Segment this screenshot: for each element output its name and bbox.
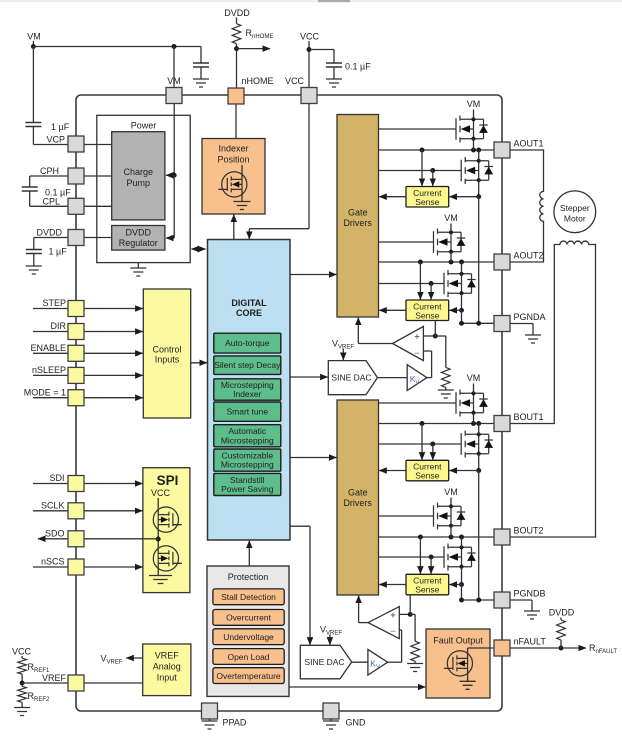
svg-text:VM: VM <box>444 487 458 497</box>
svg-text:VCC: VCC <box>12 647 32 657</box>
svg-text:Sense: Sense <box>415 310 439 320</box>
svg-text:DVDD: DVDD <box>36 228 62 238</box>
svg-text:Current: Current <box>413 462 442 472</box>
svg-text:BOUT1: BOUT1 <box>514 412 544 422</box>
svg-text:Drivers: Drivers <box>343 218 372 228</box>
svg-text:PPAD: PPAD <box>223 718 247 728</box>
svg-text:nHOME: nHOME <box>242 76 274 86</box>
svg-text:+: + <box>390 610 395 620</box>
svg-text:CORE: CORE <box>236 308 262 318</box>
svg-text:SCLK: SCLK <box>41 501 65 511</box>
svg-text:ENABLE: ENABLE <box>30 343 66 353</box>
svg-text:SINE DAC: SINE DAC <box>304 657 344 667</box>
svg-text:VCC: VCC <box>300 32 320 42</box>
svg-text:Power: Power <box>131 121 157 131</box>
svg-text:Sense: Sense <box>415 197 439 207</box>
svg-text:Input: Input <box>157 673 178 683</box>
svg-text:Current: Current <box>413 188 442 198</box>
svg-text:Automatic: Automatic <box>228 426 267 436</box>
svg-text:PGNDA: PGNDA <box>514 312 546 322</box>
svg-text:Regulator: Regulator <box>119 238 158 248</box>
svg-text:Protection: Protection <box>228 572 269 582</box>
svg-text:DVDD: DVDD <box>549 608 575 618</box>
svg-text:0.1 µF: 0.1 µF <box>45 188 71 198</box>
svg-text:Charge: Charge <box>124 167 154 177</box>
svg-text:Microstepping: Microstepping <box>221 460 274 470</box>
svg-text:RREF2: RREF2 <box>28 691 51 703</box>
svg-text:nSCS: nSCS <box>41 557 65 567</box>
svg-text:MODE = 1: MODE = 1 <box>24 387 66 397</box>
svg-text:nSLEEP: nSLEEP <box>32 365 66 375</box>
svg-text:DVDD: DVDD <box>224 8 250 18</box>
svg-text:VM: VM <box>467 373 481 383</box>
svg-text:RnFAULT: RnFAULT <box>589 643 617 655</box>
svg-text:DIR: DIR <box>51 321 67 331</box>
svg-text:Inputs: Inputs <box>155 355 180 365</box>
svg-text:Gate: Gate <box>348 488 368 498</box>
svg-text:VM: VM <box>444 213 458 223</box>
svg-text:Microstepping: Microstepping <box>221 380 274 390</box>
svg-text:Open Load: Open Load <box>227 652 269 662</box>
svg-text:nFAULT: nFAULT <box>514 637 547 647</box>
svg-text:CPH: CPH <box>40 166 59 176</box>
svg-text:CPL: CPL <box>42 197 60 207</box>
svg-text:Standstill: Standstill <box>230 475 265 485</box>
svg-text:Motor: Motor <box>564 213 586 223</box>
svg-text:Pump: Pump <box>127 178 151 188</box>
svg-text:VCC: VCC <box>151 488 171 498</box>
svg-text:GND: GND <box>346 718 367 728</box>
svg-text:Position: Position <box>217 155 249 165</box>
svg-text:Undervoltage: Undervoltage <box>223 632 274 642</box>
svg-text:SPI: SPI <box>157 473 179 488</box>
svg-text:Indexer: Indexer <box>233 389 262 399</box>
svg-text:1 µF: 1 µF <box>51 122 70 132</box>
svg-text:Control: Control <box>152 344 181 354</box>
svg-text:Microstepping: Microstepping <box>221 435 274 445</box>
svg-text:Sense: Sense <box>415 471 439 481</box>
svg-text:Auto-torque: Auto-torque <box>225 338 270 348</box>
svg-text:Overtemperature: Overtemperature <box>216 671 281 681</box>
svg-text:DVDD: DVDD <box>126 227 152 237</box>
svg-text:VCC: VCC <box>285 76 305 86</box>
svg-text:Stall Detection: Stall Detection <box>221 592 276 602</box>
svg-text:1 µF: 1 µF <box>49 247 68 257</box>
svg-text:Indexer: Indexer <box>218 144 248 154</box>
svg-text:+: + <box>414 332 419 342</box>
svg-text:Sense: Sense <box>415 585 439 595</box>
svg-text:Drivers: Drivers <box>343 498 372 508</box>
svg-text:Smart tune: Smart tune <box>227 407 269 417</box>
svg-text:STEP: STEP <box>42 298 66 308</box>
svg-text:Customizable: Customizable <box>222 451 274 461</box>
svg-text:SDO: SDO <box>45 529 65 539</box>
svg-text:DIGITAL: DIGITAL <box>231 298 267 308</box>
svg-text:−: − <box>390 627 396 638</box>
svg-text:VM: VM <box>467 99 481 109</box>
svg-text:RnHOME: RnHOME <box>246 28 274 40</box>
svg-text:AOUT1: AOUT1 <box>514 139 544 149</box>
svg-text:PGNDB: PGNDB <box>514 589 546 599</box>
svg-text:Analog: Analog <box>153 662 181 672</box>
svg-text:VREF: VREF <box>155 651 180 661</box>
svg-text:KV: KV <box>370 658 380 670</box>
svg-text:Fault Output: Fault Output <box>433 636 483 646</box>
svg-text:Power Saving: Power Saving <box>221 484 274 494</box>
svg-text:SDI: SDI <box>49 473 64 483</box>
svg-text:KV: KV <box>410 374 420 386</box>
svg-text:Gate: Gate <box>348 208 368 218</box>
svg-text:−: − <box>414 349 420 360</box>
svg-text:VM: VM <box>27 32 41 42</box>
svg-text:Current: Current <box>413 301 442 311</box>
svg-text:Overcurrent: Overcurrent <box>226 613 272 623</box>
svg-text:BOUT2: BOUT2 <box>514 526 544 536</box>
svg-text:AOUT2: AOUT2 <box>514 251 544 261</box>
svg-text:SINE DAC: SINE DAC <box>331 373 371 383</box>
svg-text:Current: Current <box>413 576 442 586</box>
svg-text:VREF: VREF <box>42 673 67 683</box>
svg-text:VCP: VCP <box>46 135 65 145</box>
svg-text:VM: VM <box>167 76 181 86</box>
svg-text:0.1 µF: 0.1 µF <box>345 62 371 72</box>
svg-text:Silent step Decay: Silent step Decay <box>214 360 281 370</box>
svg-text:Stepper: Stepper <box>560 203 590 213</box>
